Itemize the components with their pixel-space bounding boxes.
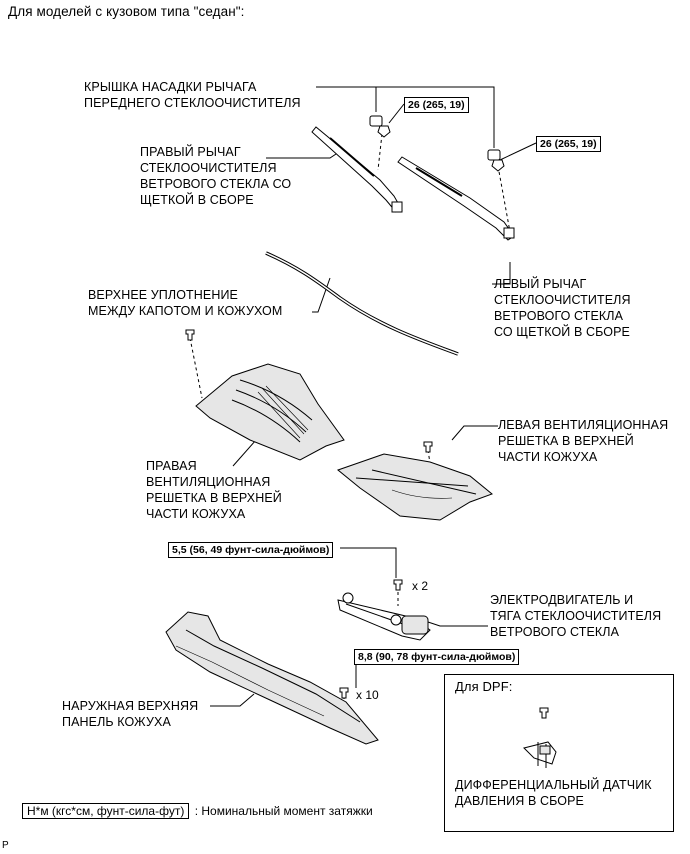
- outer-panel-leader: [210, 693, 255, 707]
- dpf-sensor-label: ДИФФЕРЕНЦИАЛЬНЫЙ ДАТЧИК ДАВЛЕНИЯ В СБОРЕ: [455, 778, 652, 808]
- left-louver-label: ЛЕВАЯ ВЕНТИЛЯЦИОННАЯ РЕШЕТКА В ВЕРХНЕЙ Ч…: [498, 418, 669, 464]
- right-arm-label: ПРАВЫЙ РЫЧАГ СТЕКЛООЧИСТИТЕЛЯ ВЕТРОВОГО …: [140, 145, 292, 207]
- legend-units: Н*м (кгс*см, фунт-сила-фут): [22, 803, 190, 819]
- bolt-seal: [185, 329, 195, 341]
- panel-bolt-count: x 10: [356, 688, 379, 702]
- footer-code: P: [2, 840, 9, 851]
- wiper-motor-link: [337, 592, 431, 641]
- outer-panel-label: НАРУЖНАЯ ВЕРХНЯЯ ПАНЕЛЬ КОЖУХА: [62, 699, 199, 729]
- dpf-inset: Для DPF: ДИФФЕРЕНЦИАЛЬНЫЙ ДАТЧИК ДАВЛЕНИ…: [444, 674, 674, 832]
- left-wiper-arm: [397, 156, 515, 241]
- outer-cowl-panel: [165, 611, 379, 745]
- bolt-louver: [423, 441, 433, 453]
- bolt-panel: [339, 687, 349, 699]
- left-cowl-louver: [336, 453, 493, 521]
- seal-label: ВЕРХНЕЕ УПЛОТНЕНИЕ МЕЖДУ КАПОТОМ И КОЖУХ…: [88, 288, 283, 318]
- cap-leader-left: [316, 86, 495, 148]
- torque-box-left-arm: 26 (265, 19): [536, 136, 601, 152]
- page-title: Для моделей с кузовом типа "седан":: [8, 4, 245, 19]
- nut-left: [491, 159, 505, 172]
- right-wiper-arm: [311, 126, 403, 213]
- right-cowl-louver: [195, 363, 345, 461]
- cap-label: КРЫШКА НАСАДКИ РЫЧАГА ПЕРЕДНЕГО СТЕКЛООЧ…: [84, 80, 301, 110]
- torque-legend: Н*м (кгс*см, фунт-сила-фут) : Номинальны…: [22, 802, 373, 820]
- left-arm-label: ЛЕВЫЙ РЫЧАГ СТЕКЛООЧИСТИТЕЛЯ ВЕТРОВОГО С…: [494, 277, 631, 339]
- torque-box-panel: 8,8 (90, 78 фунт-сила-дюймов): [354, 649, 520, 665]
- nut-right: [377, 125, 391, 138]
- cap-leader-right: [316, 86, 377, 112]
- right-louver-label: ПРАВАЯ ВЕНТИЛЯЦИОННАЯ РЕШЕТКА В ВЕРХНЕЙ …: [146, 459, 282, 521]
- motor-leader: [427, 621, 488, 627]
- torque-left-leader: [499, 142, 537, 161]
- legend-description: : Номинальный момент затяжки: [194, 804, 373, 818]
- motor-label: ЭЛЕКТРОДВИГАТЕЛЬ И ТЯГА СТЕКЛООЧИСТИТЕЛЯ…: [490, 593, 662, 639]
- bolt-dpf: [539, 707, 549, 719]
- torque-right-leader: [388, 103, 405, 124]
- bolt-motor: [393, 579, 403, 591]
- wiper-cap-left: [487, 149, 501, 161]
- motor-bolt-count: x 2: [412, 579, 429, 593]
- left-arm-leader: [492, 262, 511, 285]
- motor-torque-leader: [340, 547, 397, 578]
- dpf-sensor: [523, 741, 557, 768]
- left-louver-leader: [451, 425, 498, 441]
- dpf-title: Для DPF:: [455, 679, 513, 694]
- right-louver-leader: [232, 439, 257, 467]
- wiper-cap-right: [369, 115, 383, 127]
- torque-box-right-arm: 26 (265, 19): [404, 97, 469, 113]
- torque-box-motor: 5,5 (56, 49 фунт-сила-дюймов): [168, 542, 334, 558]
